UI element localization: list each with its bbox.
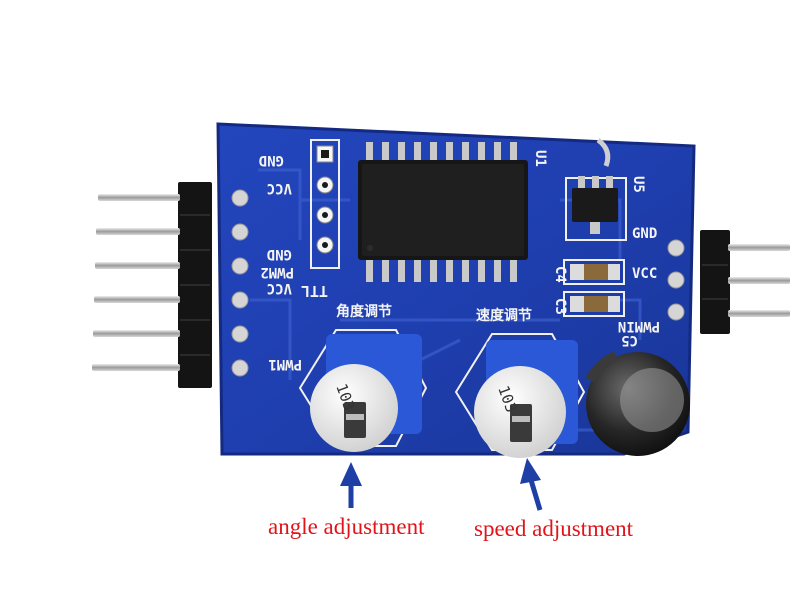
label-c3: C3 bbox=[552, 298, 568, 315]
label-pwm2: PWM2 bbox=[260, 264, 294, 280]
ic-u1: U1 bbox=[358, 142, 548, 282]
label-vcc-right: VCC bbox=[632, 266, 657, 282]
chinese-labels: 角度调节 速度调节 bbox=[336, 303, 532, 324]
label-angle-cn: 角度调节 bbox=[336, 303, 392, 320]
label-vcc-left-top: VCC bbox=[267, 180, 292, 196]
label-vcc-left-mid: VCC bbox=[267, 280, 292, 296]
angle-adjustment-caption: angle adjustment bbox=[268, 514, 425, 539]
left-silkscreen: GND VCC GND PWM2 VCC PWM1 TTL bbox=[259, 152, 328, 372]
electrolytic-capacitor-c5 bbox=[585, 351, 690, 456]
ttl-pin-column bbox=[310, 139, 340, 269]
speed-arrow bbox=[520, 458, 543, 511]
label-ttl: TTL bbox=[301, 282, 328, 300]
angle-potentiometer: 103 bbox=[298, 329, 428, 452]
right-pin-header: GND VCC PWMIN C5 bbox=[618, 226, 790, 348]
label-c4: C4 bbox=[552, 266, 568, 283]
label-pwm1: PWM1 bbox=[268, 356, 302, 372]
speed-adjustment-caption: speed adjustment bbox=[474, 516, 634, 541]
transistor-u5: U5 bbox=[565, 137, 646, 241]
label-gnd-top: GND bbox=[259, 152, 284, 168]
capacitors-c3-c4: C4 C3 bbox=[552, 259, 625, 317]
label-u1: U1 bbox=[532, 150, 548, 167]
speed-potentiometer: 103 bbox=[454, 333, 586, 458]
label-c5: C5 bbox=[621, 332, 638, 348]
label-speed-cn: 速度调节 bbox=[476, 307, 532, 324]
label-gnd-left-mid: GND bbox=[267, 246, 292, 262]
angle-arrow bbox=[340, 462, 362, 508]
label-pwmin: PWMIN bbox=[618, 318, 660, 334]
left-pin-header bbox=[92, 182, 249, 388]
label-u5: U5 bbox=[630, 176, 646, 193]
label-gnd-right: GND bbox=[632, 226, 657, 242]
